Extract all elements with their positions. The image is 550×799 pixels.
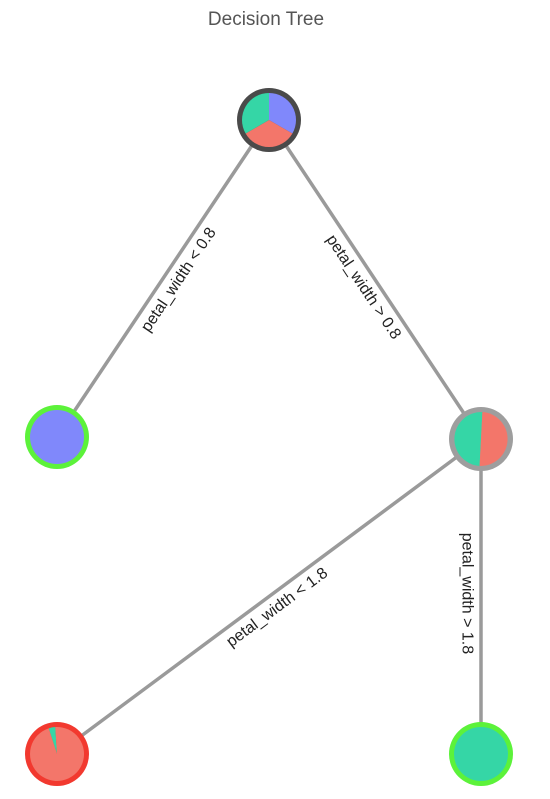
pie-slice-blue bbox=[269, 93, 296, 134]
edge-right-split-to-bottom-right-leaf: petal_width > 1.8 bbox=[459, 439, 483, 754]
pie-slice-teal bbox=[454, 727, 508, 781]
pie-slice-red bbox=[245, 120, 293, 147]
node-left-leaf[interactable] bbox=[25, 405, 89, 469]
edge-line bbox=[55, 119, 271, 438]
edges-layer: petal_width < 0.8 petal_width > 0.8 petal_… bbox=[55, 119, 483, 756]
edge-label: petal_width < 1.8 bbox=[223, 565, 331, 651]
edge-line bbox=[55, 437, 483, 756]
pie-slice-teal bbox=[242, 93, 269, 134]
pie-slice-red bbox=[30, 726, 85, 781]
edge-root-to-left-leaf: petal_width < 0.8 bbox=[55, 119, 271, 438]
pie-slice-teal bbox=[48, 727, 57, 754]
edge-line bbox=[267, 119, 483, 440]
node-bottom-left-leaf[interactable] bbox=[25, 722, 89, 786]
nodes-layer bbox=[25, 88, 513, 786]
edge-label: petal_width > 1.8 bbox=[459, 533, 476, 655]
pie-slice-teal bbox=[454, 412, 483, 466]
edge-root-to-right-split: petal_width > 0.8 bbox=[267, 119, 483, 440]
edge-label: petal_width < 0.8 bbox=[138, 225, 220, 335]
pie-slice-blue bbox=[30, 410, 84, 464]
node-root[interactable] bbox=[237, 88, 301, 152]
node-bottom-right-leaf[interactable] bbox=[449, 722, 513, 786]
edge-label: petal_width > 0.8 bbox=[323, 232, 404, 343]
edge-right-split-to-bottom-left-leaf: petal_width < 1.8 bbox=[55, 437, 483, 756]
pie-slice-red bbox=[479, 412, 508, 466]
node-right-split[interactable] bbox=[449, 407, 513, 471]
diagram-title: Decision Tree bbox=[207, 9, 325, 30]
